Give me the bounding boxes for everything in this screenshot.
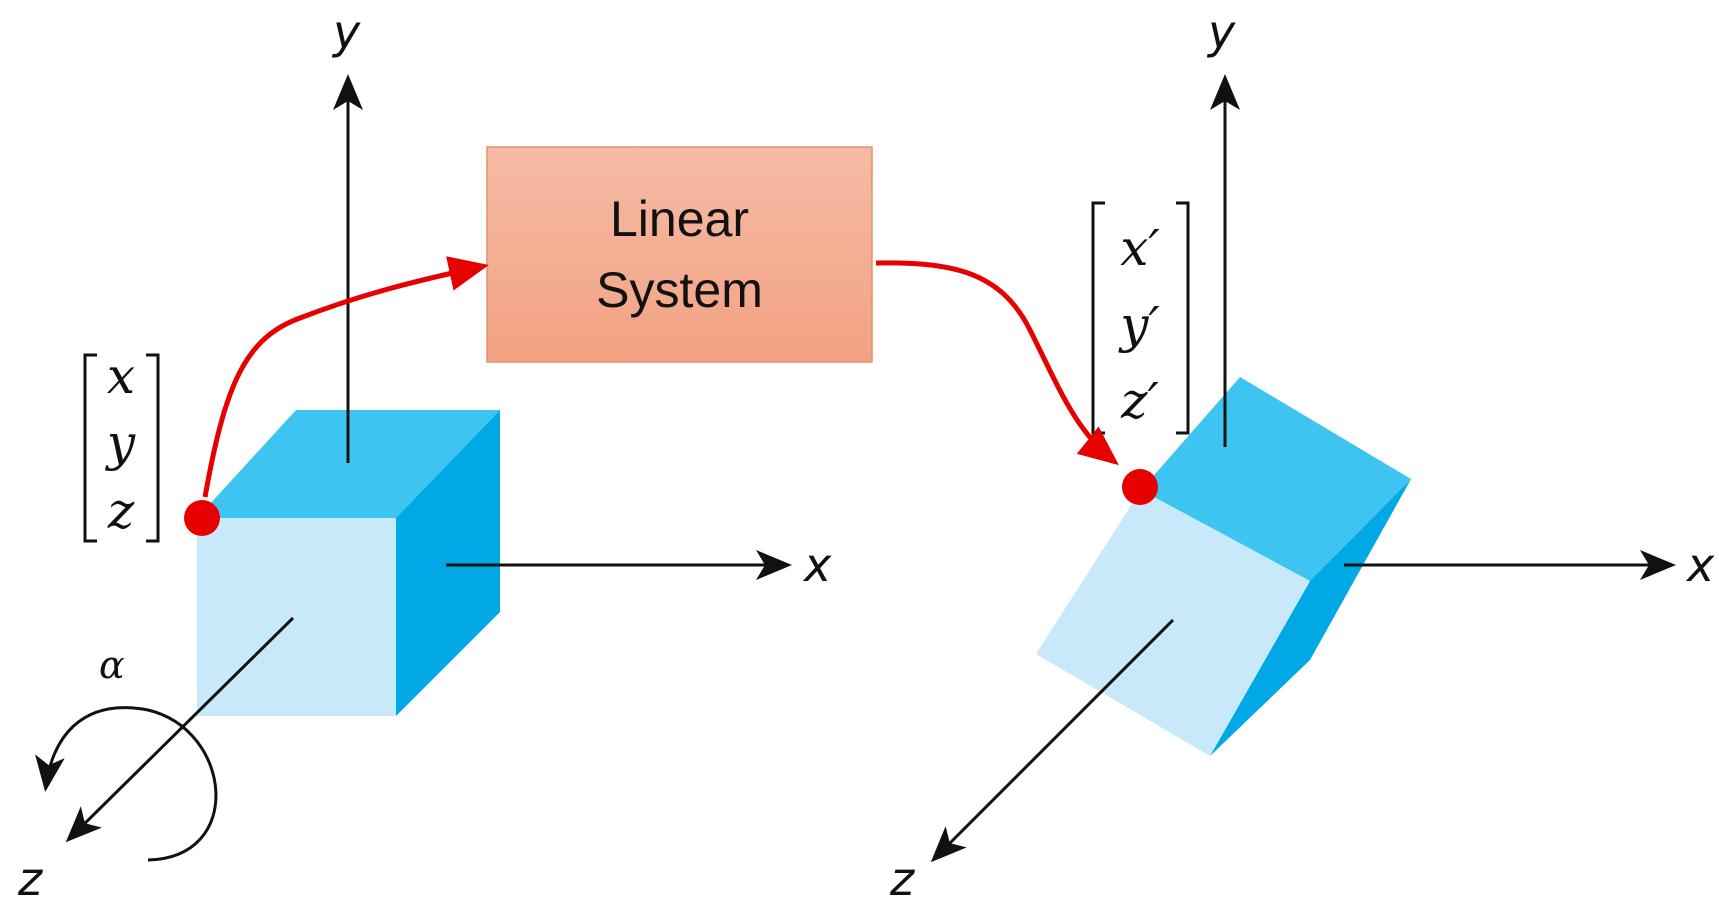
output-vector: x′ y′ z′ [1091,201,1190,435]
right-cube-top [1141,377,1411,581]
output-point [1122,469,1158,505]
rotation-arrow [35,706,218,862]
right-x-axis-label: x [1685,538,1715,592]
right-y-axis-label: y [1206,5,1236,59]
right-z-axis [930,618,1175,863]
output-vector-left-bracket [1091,201,1105,435]
output-vector-x: x′ [1120,219,1160,277]
right-cube-side [1210,479,1411,756]
right-z-axis-label: z [889,852,915,901]
left-y-axis-label: y [331,5,361,59]
input-vector-z: z [107,482,135,540]
linear-system-box [486,146,873,363]
linear-system-label: Linear System [487,147,872,362]
input-vector-right-bracket [146,353,160,543]
left-cube-top [197,410,500,518]
left-cube-front [197,518,396,716]
rotation-alpha-label: α [99,643,125,687]
left-z-axis [65,616,295,843]
left-cube [197,410,500,716]
input-vector: x y z [83,347,160,543]
left-cube-side [396,410,500,716]
input-vector-left-bracket [83,353,97,543]
linear-system-line-2: System [596,261,763,318]
output-vector-y: y′ [1118,296,1160,354]
input-vector-y: y [105,414,136,472]
input-point [184,500,220,536]
output-flow-arrow [875,260,1119,466]
input-vector-x: x [107,347,135,405]
left-z-axis-label: z [17,852,43,901]
linear-system-line-1: Linear [610,190,749,247]
input-flow-arrow [202,256,489,498]
left-x-axis-label: x [802,538,832,592]
output-vector-z: z′ [1120,372,1159,430]
output-vector-right-bracket [1176,201,1190,435]
